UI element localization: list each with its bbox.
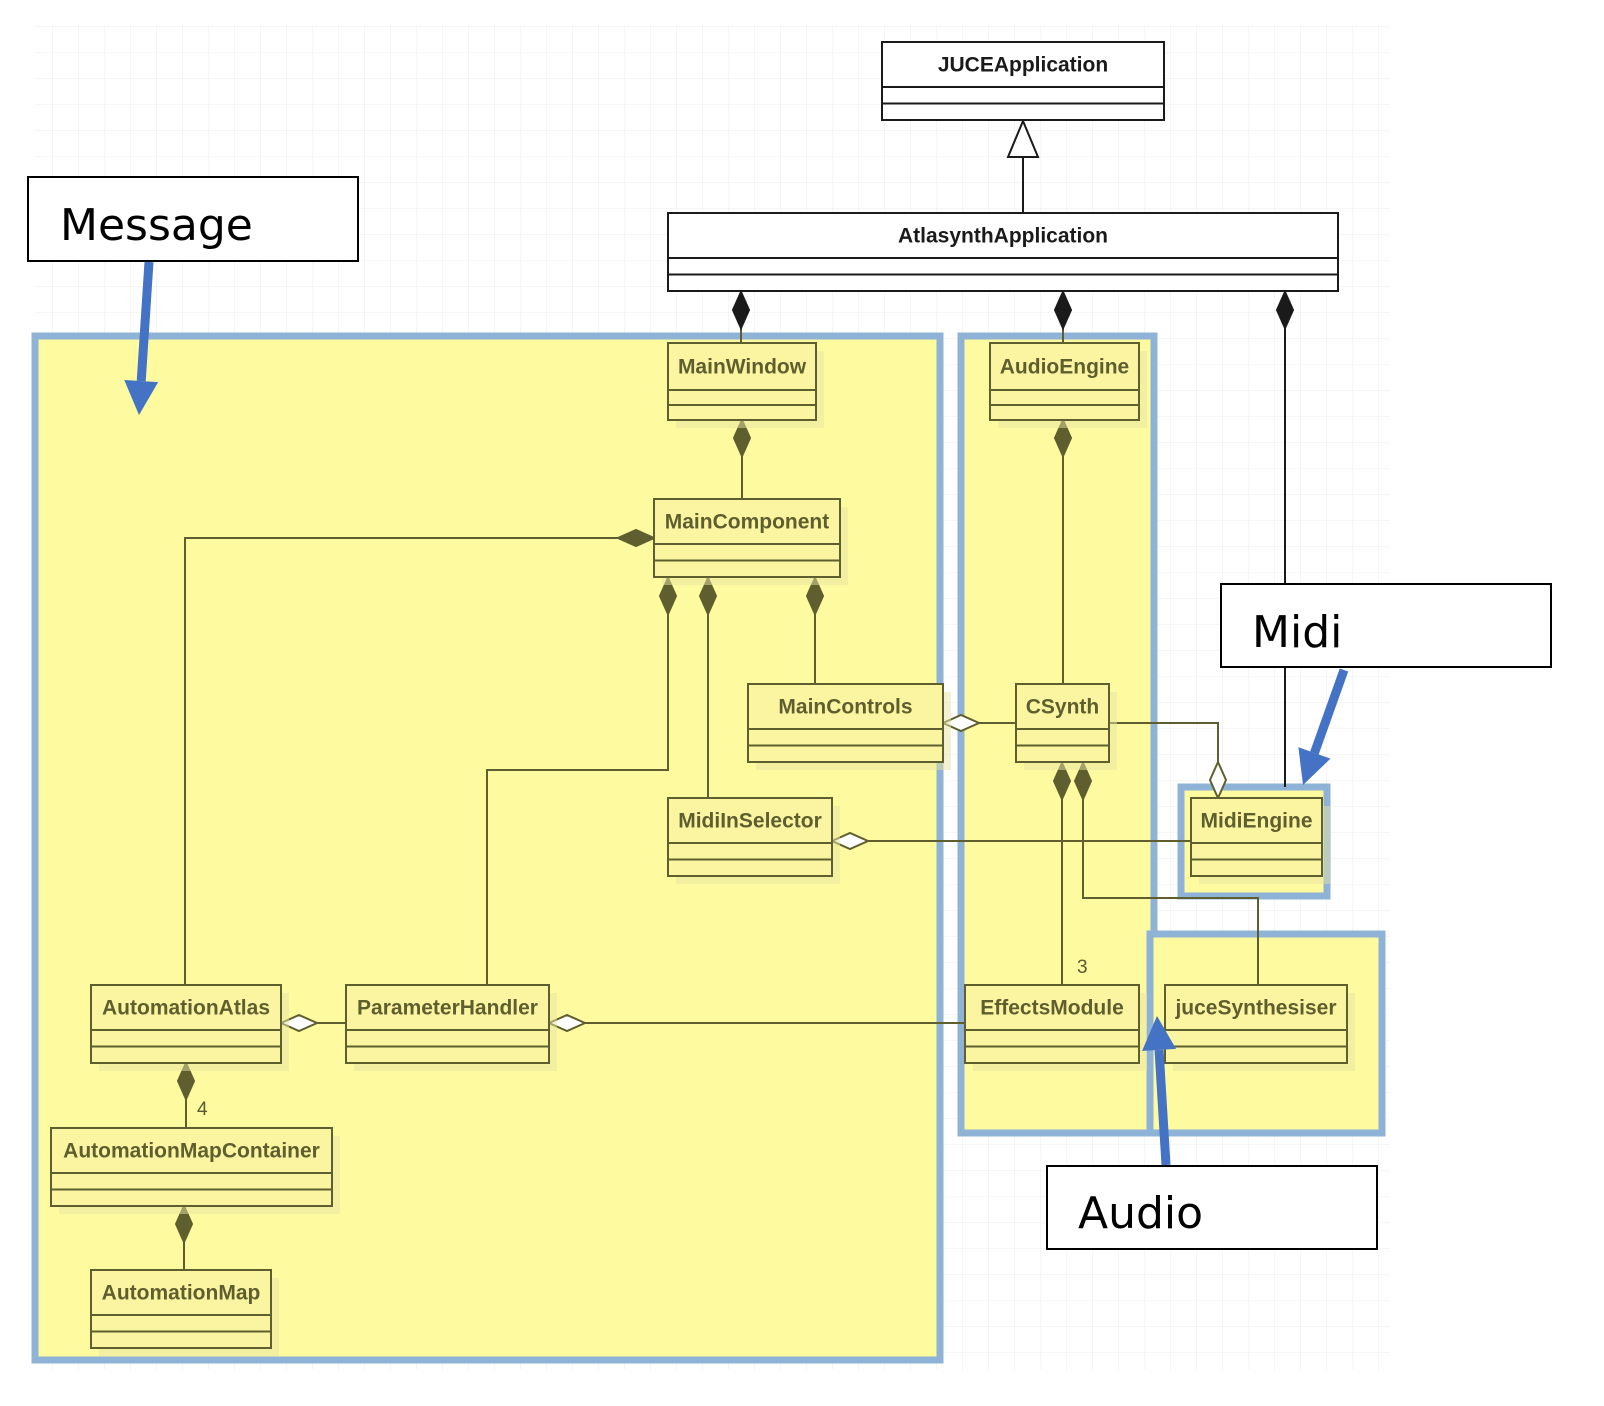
composition-diamond-mainwindow — [731, 289, 751, 331]
class-name: EffectsModule — [980, 997, 1124, 1020]
class-box — [653, 498, 841, 578]
class-box — [345, 984, 550, 1064]
composition-diamond-midiinselector — [698, 575, 718, 617]
composition-line-parameterhandler — [486, 578, 669, 985]
composition-diamond-csynth — [1053, 417, 1073, 459]
composition-diamond-parameterhandler — [658, 575, 678, 617]
class-box — [747, 683, 944, 763]
composition-diamond-automationatlas — [615, 528, 657, 548]
class-box — [90, 984, 282, 1064]
class-name: juceSynthesiser — [1174, 997, 1336, 1020]
class-name: JUCEApplication — [938, 54, 1108, 77]
class-box — [989, 342, 1140, 421]
class-effects-module: EffectsModule — [964, 984, 1147, 1071]
class-automation-atlas: AutomationAtlas — [90, 984, 289, 1071]
composition-diamond-jucesynthesiser — [1073, 760, 1093, 802]
audio-callout-box — [1046, 1165, 1378, 1250]
class-name: AutomationMap — [102, 1282, 261, 1305]
multiplicity-automation-map-container: 4 — [197, 1099, 208, 1120]
class-name: MainWindow — [678, 356, 807, 379]
class-main-window: MainWindow — [667, 342, 824, 428]
class-name: MainControls — [778, 696, 912, 719]
message-callout-box — [27, 176, 359, 262]
class-name: AudioEngine — [1000, 356, 1130, 379]
composition-diamond-effectsmodule — [1052, 760, 1072, 802]
class-name: ParameterHandler — [357, 997, 538, 1020]
message-callout-label: Message — [60, 200, 253, 251]
class-juce-application: JUCEApplication — [881, 41, 1165, 121]
class-box — [90, 1269, 272, 1349]
composition-diamond-automationmapcontainer — [176, 1060, 196, 1102]
composition-diamond-maincomponent — [732, 417, 752, 459]
composition-diamond-automationmap — [174, 1203, 194, 1245]
class-name: MainComponent — [665, 511, 829, 534]
aggregation-diamond-midiengine — [1208, 759, 1228, 801]
composition-diamond-midiengine — [1275, 289, 1295, 331]
aggregation-diamond-parameterhandler — [546, 1013, 588, 1033]
class-automation-map: AutomationMap — [90, 1269, 279, 1356]
class-audio-engine: AudioEngine — [989, 342, 1147, 428]
midi-callout-arrow — [1298, 668, 1349, 785]
class-box — [1015, 683, 1110, 763]
class-atlasynth-application: AtlasynthApplication — [667, 212, 1339, 292]
class-box — [964, 984, 1140, 1064]
class-name: CSynth — [1026, 696, 1100, 719]
class-name: AutomationMapContainer — [63, 1140, 320, 1163]
class-midi-in-selector: MidiInSelector — [667, 797, 840, 884]
class-parameter-handler: ParameterHandler — [345, 984, 557, 1071]
class-name: AtlasynthApplication — [898, 225, 1108, 248]
audio-callout-arrow — [1142, 1016, 1177, 1166]
class-box — [1164, 984, 1348, 1064]
midi-callout-box — [1220, 583, 1552, 668]
class-box — [667, 212, 1339, 292]
class-main-controls: MainControls — [747, 683, 951, 770]
audio-callout-label: Audio — [1078, 1188, 1203, 1239]
class-main-component: MainComponent — [653, 498, 848, 585]
class-box — [1190, 797, 1323, 877]
class-box — [881, 41, 1165, 121]
aggregation-diamond-automationatlas — [278, 1013, 320, 1033]
class-box — [667, 797, 833, 877]
generalization-arrowhead — [1006, 118, 1040, 158]
composition-line-jucesynthesiser — [1082, 763, 1259, 985]
message-callout-arrow — [124, 261, 159, 415]
multiplicity-effects-module: 3 — [1077, 957, 1088, 978]
class-box — [667, 342, 817, 421]
midi-callout-label: Midi — [1252, 607, 1342, 658]
class-juce-synthesiser: juceSynthesiser — [1164, 984, 1355, 1071]
class-name: MidiEngine — [1201, 810, 1313, 833]
class-midi-engine: MidiEngine — [1190, 797, 1330, 884]
class-automation-map-container: AutomationMapContainer — [50, 1127, 340, 1214]
class-box — [50, 1127, 333, 1207]
class-name: AutomationAtlas — [102, 997, 270, 1020]
composition-line-automationatlas — [184, 537, 654, 985]
composition-diamond-maincontrols — [805, 575, 825, 617]
class-csynth: CSynth — [1015, 683, 1117, 770]
aggregation-diamond-maincontrols — [940, 713, 982, 733]
aggregation-diamond-midiinselector — [829, 831, 871, 851]
class-name: MidiInSelector — [678, 810, 822, 833]
composition-diamond-audioengine — [1053, 289, 1073, 331]
